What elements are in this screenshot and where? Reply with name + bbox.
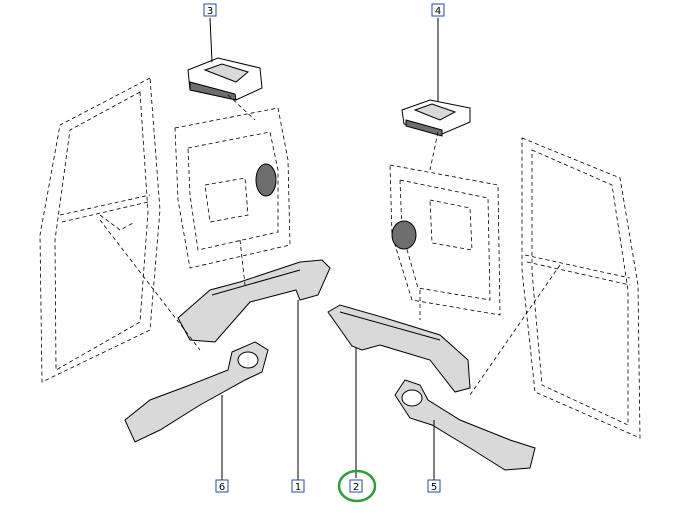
callout-6: 6	[215, 479, 229, 493]
highlight-circle	[337, 469, 377, 503]
part-3-left-handle-bezel	[187, 57, 263, 101]
leader-lines	[209, 17, 439, 480]
callout-5: 5	[427, 479, 441, 493]
callout-4: 4	[431, 3, 445, 17]
callout-3: 3	[203, 3, 217, 17]
callout-1: 1	[291, 479, 305, 493]
assembly-lines	[99, 94, 561, 396]
right-door-frame	[521, 137, 641, 439]
callout-3-label: 3	[207, 6, 213, 17]
right-door-panel	[389, 164, 501, 316]
left-door-panel	[174, 107, 291, 269]
part-6-left-grab-handle	[124, 341, 269, 443]
right-speaker-grille	[391, 220, 417, 250]
callout-6-label: 6	[219, 482, 225, 493]
part-4-right-handle-bezel	[401, 99, 471, 137]
part-2-right-armrest	[327, 304, 471, 393]
left-door-frame	[39, 77, 161, 383]
left-speaker-grille	[255, 163, 277, 197]
callout-2: 2	[349, 479, 363, 493]
part-1-left-armrest	[177, 259, 331, 343]
callout-2-label: 2	[353, 482, 359, 493]
callout-5-label: 5	[431, 482, 437, 493]
callout-1-label: 1	[295, 482, 301, 493]
part-5-right-grab-handle	[394, 379, 536, 471]
callout-4-label: 4	[435, 6, 441, 17]
